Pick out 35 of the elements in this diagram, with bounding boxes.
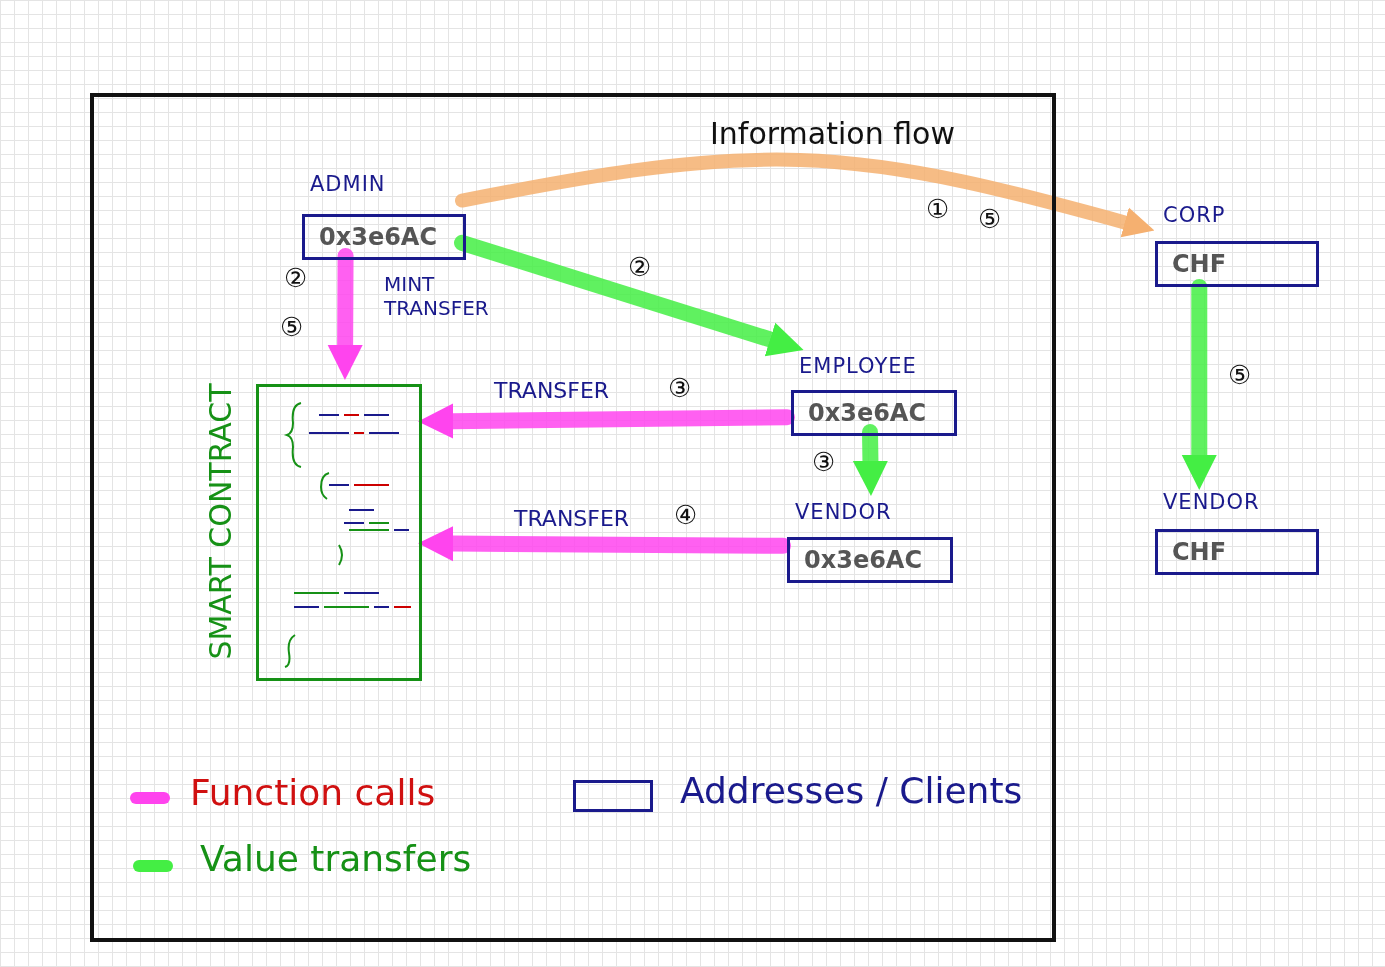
edge-label: ⑤ <box>1228 360 1252 392</box>
arrow <box>454 234 804 357</box>
address-box: CHF <box>1155 529 1319 575</box>
node-heading: VENDOR <box>795 500 892 524</box>
node-heading: CORP <box>1163 203 1226 227</box>
edge-label: TRANSFER <box>494 378 610 405</box>
step-number: ⑤ <box>978 204 1002 234</box>
arrow <box>852 424 889 496</box>
legend-label: Value transfers <box>200 838 472 879</box>
arrow <box>455 152 1155 238</box>
step-number: ② <box>284 263 308 293</box>
vertical-label: SMART CONTRACT <box>202 382 238 662</box>
edge-label: MINT TRANSFER <box>384 272 490 320</box>
arrow <box>418 526 791 562</box>
edge-label: ③ <box>812 447 836 479</box>
address-box: 0x3e6AC <box>302 214 466 260</box>
edge-label: TRANSFER <box>514 506 630 533</box>
legend-label: Function calls <box>190 772 436 813</box>
arrow <box>327 248 363 380</box>
node-heading: ADMIN <box>310 172 386 196</box>
edge-label: ② <box>628 252 652 284</box>
edge-label: Information flow <box>710 116 955 152</box>
legend-label: Addresses / Clients <box>680 770 1023 811</box>
step-number: ⑤ <box>280 312 304 342</box>
address-box: 0x3e6AC <box>791 390 957 436</box>
address-box: CHF <box>1155 241 1319 287</box>
arrow <box>418 403 795 439</box>
diagram-frame <box>90 93 1056 942</box>
step-number: ③ <box>668 373 692 403</box>
node-heading: EMPLOYEE <box>799 354 917 378</box>
step-number: ④ <box>674 500 698 530</box>
node-heading: VENDOR <box>1163 490 1260 514</box>
arrow <box>1181 279 1217 490</box>
address-box: 0x3e6AC <box>787 537 953 583</box>
step-number: ① <box>926 194 950 224</box>
